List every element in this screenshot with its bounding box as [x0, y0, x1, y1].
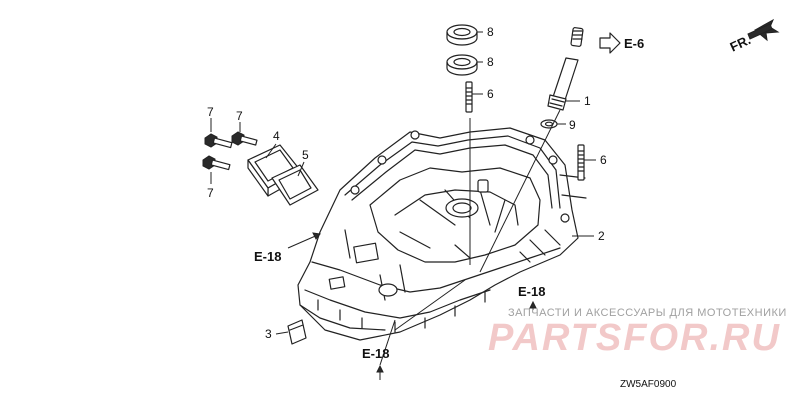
- callout-4: 4: [273, 129, 280, 143]
- oil-seal-lower: [446, 54, 478, 76]
- callout-5: 5: [302, 148, 309, 162]
- ref-e6: E-6: [624, 36, 644, 51]
- callout-1: 1: [584, 94, 591, 108]
- oil-seal-upper: [446, 24, 478, 46]
- stud-bolt-right: [577, 144, 585, 181]
- ref-e18-bottom: E-18: [362, 346, 389, 361]
- callout-9: 9: [569, 118, 576, 132]
- watermark-logo: PARTSFOR.RU: [488, 317, 781, 359]
- diagram-code: ZW5AF0900: [620, 379, 677, 390]
- callout-2: 2: [598, 229, 605, 243]
- bolt-lower-left: [202, 155, 231, 171]
- water-tube: [547, 27, 584, 111]
- watermark-tagline: ЗАПЧАСТИ И АКСЕССУАРЫ ДЛЯ МОТОТЕХНИКИ: [508, 307, 787, 319]
- callout-3: 3: [265, 327, 272, 341]
- callout-7-upper-left: 7: [207, 105, 214, 119]
- callout-6-right: 6: [600, 153, 607, 167]
- callout-6-center: 6: [487, 87, 494, 101]
- bolt-upper-left: [204, 133, 233, 149]
- clip: [287, 319, 307, 345]
- callout-7-upper-right: 7: [236, 109, 243, 123]
- callout-7-lower: 7: [207, 186, 214, 200]
- ref-e18-mid: E-18: [518, 284, 545, 299]
- gasket: [271, 164, 319, 206]
- bolt-upper-right: [231, 131, 258, 146]
- callout-8-upper: 8: [487, 25, 494, 39]
- ref-e18-left: E-18: [254, 249, 281, 264]
- leader-lines: [210, 18, 780, 380]
- stud-bolt-center: [465, 81, 473, 113]
- callout-8-lower: 8: [487, 55, 494, 69]
